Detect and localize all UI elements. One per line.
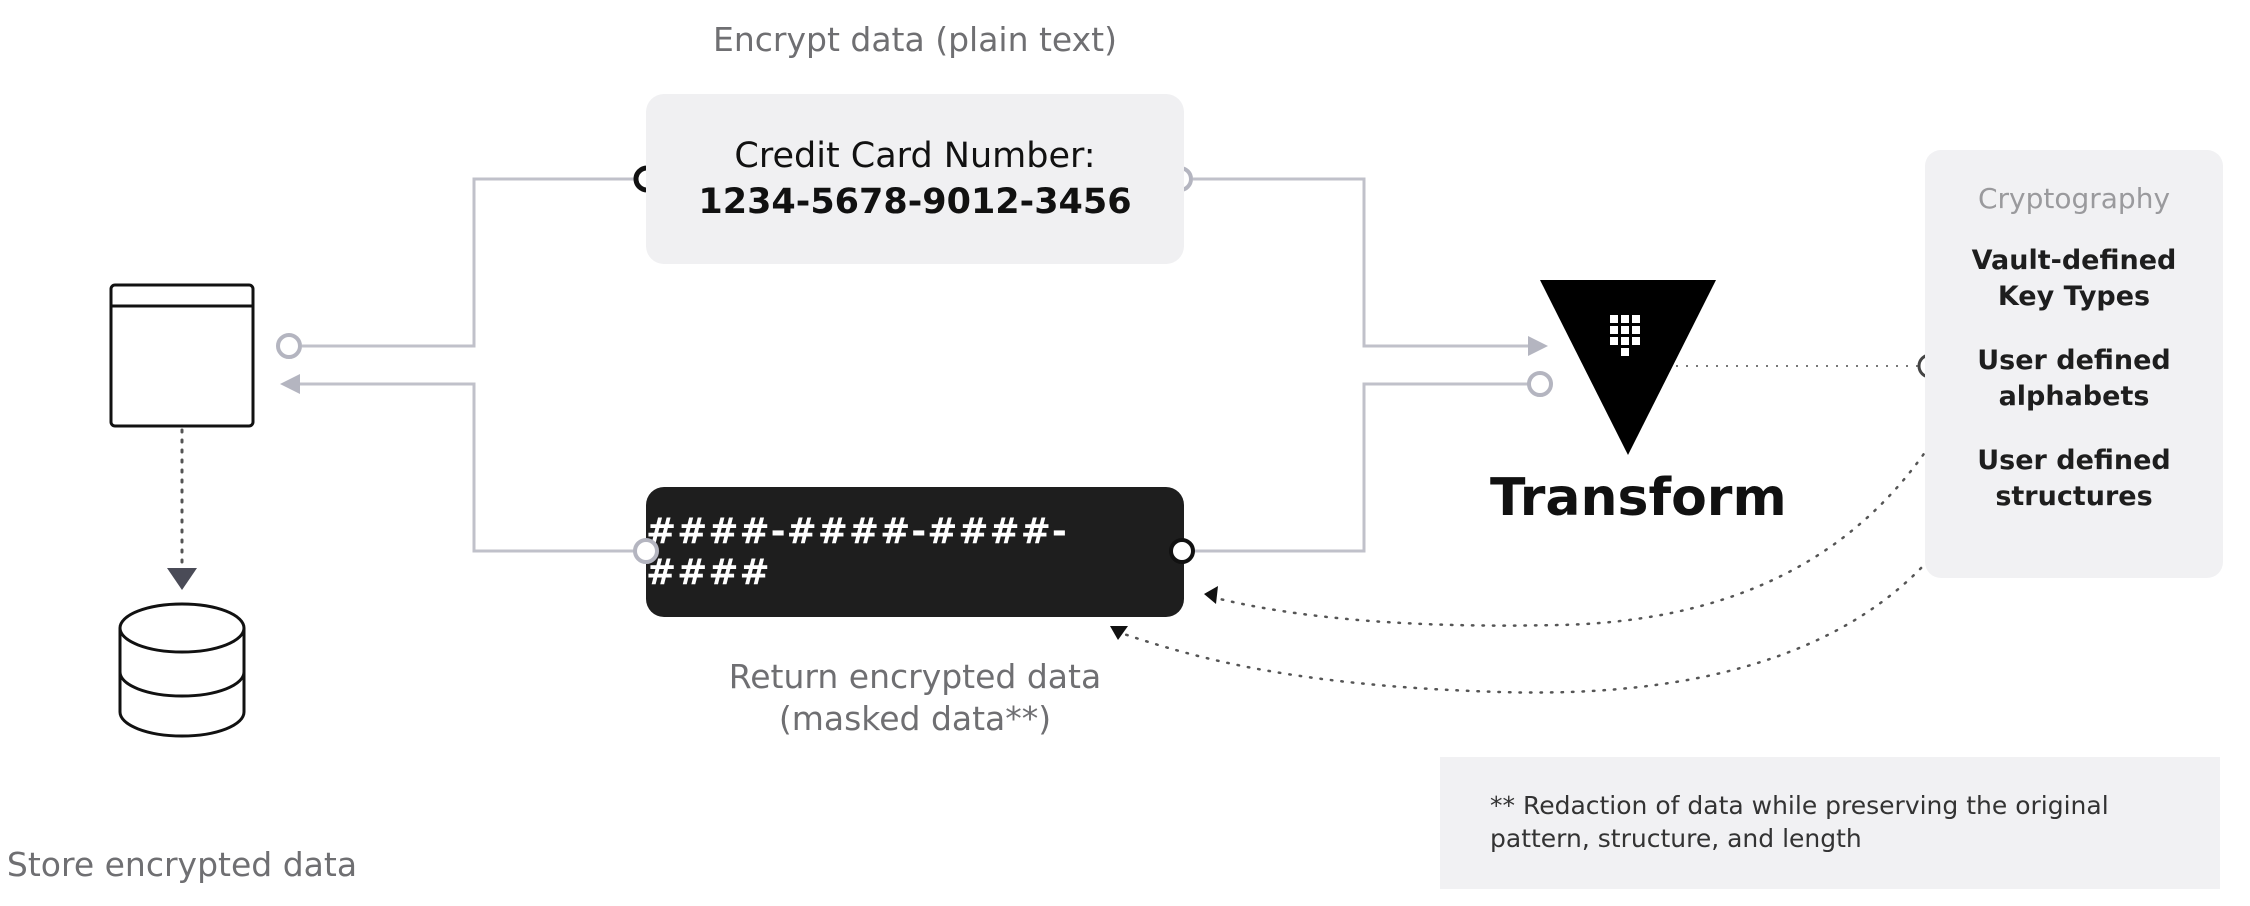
encrypt-label: Encrypt data (plain text) — [713, 20, 1117, 59]
crypto-item-structures: User defined structures — [1925, 443, 2223, 515]
footnote-line1: ** Redaction of data while preserving th… — [1490, 791, 2109, 820]
footnote-text: ** Redaction of data while preserving th… — [1490, 789, 2109, 855]
port-masked-out — [633, 538, 659, 564]
credit-card-label: Credit Card Number: — [734, 136, 1096, 176]
wire-app-to-plain — [302, 177, 648, 348]
plain-text-card: Credit Card Number: 1234-5678-9012-3456 — [646, 94, 1184, 264]
credit-card-number: 1234-5678-9012-3456 — [698, 182, 1132, 222]
vault-logo-icon — [1540, 280, 1716, 455]
return-label-line1: Return encrypted data — [728, 657, 1102, 696]
port-transform-out — [1527, 371, 1553, 397]
crypto-item-alphabets: User defined alphabets — [1925, 343, 2223, 415]
return-label-line2: (masked data**) — [778, 699, 1052, 738]
curve-crypto-to-masked-1 — [1206, 380, 1968, 627]
port-app-out — [276, 333, 302, 359]
masked-value: ####-####-####-#### — [646, 511, 1068, 593]
arrow-into-transform — [1528, 336, 1548, 356]
wire-plain-to-transform — [1193, 177, 1528, 348]
arrow-into-app — [280, 374, 300, 394]
crypto-item-line: User defined — [1977, 345, 2171, 376]
port-masked-in — [1169, 538, 1195, 564]
wire-transform-to-masked — [1193, 382, 1528, 553]
crypto-item-line: User defined — [1977, 445, 2171, 476]
return-label: Return encrypted data (masked data**) — [646, 656, 1184, 740]
arrow-masked-1 — [1204, 586, 1218, 604]
crypto-item-line: structures — [1995, 481, 2153, 512]
crypto-item-line: alphabets — [1998, 381, 2150, 412]
store-label: Store encrypted data — [6, 845, 358, 884]
crypto-title: Cryptography — [1977, 182, 2171, 215]
masked-data-card: ####-####-####-#### — [646, 487, 1184, 617]
crypto-item-line: Key Types — [1997, 281, 2151, 312]
footnote-box: ** Redaction of data while preserving th… — [1440, 757, 2220, 889]
footnote-line2: pattern, structure, and length — [1490, 824, 1862, 853]
transform-label: Transform — [1490, 468, 1787, 528]
curve-crypto-to-masked-2 — [1116, 508, 1968, 694]
arrow-masked-2 — [1110, 626, 1128, 640]
database-icon — [118, 602, 246, 738]
application-window-icon — [109, 283, 255, 428]
wire-masked-to-app — [300, 382, 648, 553]
arrow-into-db — [167, 568, 197, 590]
crypto-item-line: Vault-defined — [1971, 245, 2177, 276]
crypto-item-key-types: Vault-defined Key Types — [1925, 243, 2223, 315]
cryptography-panel: Cryptography Vault-defined Key Types Use… — [1925, 150, 2223, 578]
